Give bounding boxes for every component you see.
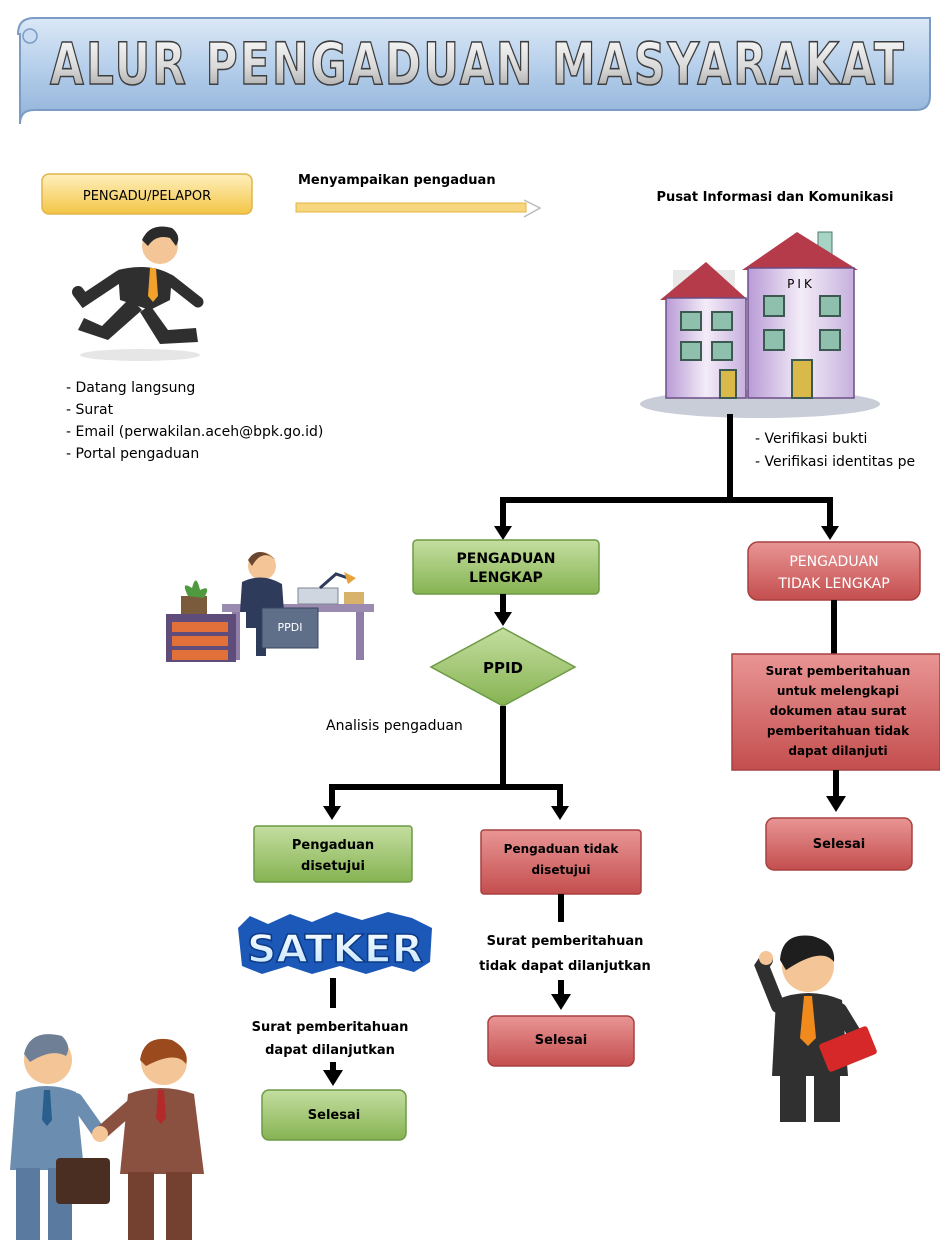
- page-title: ALUR PENGADUAN MASYARAKAT: [50, 30, 906, 98]
- connector-pik-split: [500, 414, 833, 528]
- pengadu-label: PENGADU/PELAPOR: [83, 189, 211, 204]
- pik-sign: PIK: [787, 277, 815, 291]
- notice-line: pemberitahuan tidak: [767, 724, 910, 738]
- arrowhead: [826, 796, 846, 812]
- channel-list: - Datang langsung - Surat - Email (perwa…: [66, 380, 323, 462]
- ppid-decision: PPID: [429, 627, 577, 707]
- notice-line: dokumen atau surat: [770, 704, 907, 718]
- handshake-illustration: [10, 1034, 204, 1240]
- arrowhead: [494, 612, 512, 626]
- desk-sign: PPDI: [278, 621, 303, 634]
- office-desk-illustration: PPDI: [166, 552, 374, 662]
- channel-item: - Datang langsung: [66, 380, 195, 396]
- arrowhead: [323, 806, 341, 820]
- submit-arrow: [295, 199, 542, 218]
- pik-heading: Pusat Informasi dan Komunikasi: [657, 190, 894, 205]
- connector-ppid-split: [329, 706, 563, 808]
- tidak-lengkap-line1: PENGADUAN: [789, 554, 878, 570]
- end-label: Selesai: [813, 837, 865, 852]
- arrowhead: [551, 806, 569, 820]
- tidak-disetujui-notice-line: Surat pemberitahuan: [487, 934, 644, 949]
- verification-item: - Verifikasi bukti: [755, 431, 867, 447]
- lengkap-line2: LENGKAP: [469, 570, 543, 586]
- channel-item: - Portal pengaduan: [66, 446, 199, 462]
- pengaduan-tidak-disetujui-box: Pengaduan tidak disetujui: [480, 829, 642, 895]
- submit-arrow-label: Menyampaikan pengaduan: [298, 173, 496, 188]
- satker-logo-text: SATKER: [247, 927, 423, 971]
- arrowhead: [323, 1070, 343, 1086]
- tidak-lengkap-notice: Surat pemberitahuan untuk melengkapi dok…: [731, 653, 940, 771]
- pengaduan-disetujui-box: Pengaduan disetujui: [253, 825, 413, 883]
- arrowhead: [821, 526, 839, 540]
- verification-list: - Verifikasi bukti - Verifikasi identita…: [755, 431, 915, 470]
- tidak-lengkap-end-box: Selesai: [765, 817, 913, 871]
- ppid-label: PPID: [483, 659, 523, 677]
- pengadu-box: PENGADU/PELAPOR: [41, 173, 253, 215]
- channel-item: - Email (perwakilan.aceh@bpk.go.id): [66, 424, 323, 440]
- channel-item: - Surat: [66, 402, 114, 418]
- businessman-pointing-illustration: [754, 935, 877, 1122]
- analysis-label: Analisis pengaduan: [326, 718, 463, 734]
- notice-line: untuk melengkapi: [777, 684, 899, 698]
- end-label: Selesai: [308, 1108, 360, 1123]
- arrowhead: [551, 994, 571, 1010]
- arrowhead: [494, 526, 512, 540]
- running-businessman-illustration: [72, 226, 204, 361]
- notice-line: dapat dilanjuti: [788, 744, 887, 758]
- tidak-lengkap-line2: TIDAK LENGKAP: [777, 576, 889, 592]
- disetujui-notice-line: Surat pemberitahuan: [252, 1020, 409, 1035]
- disetujui-line2: disetujui: [301, 859, 365, 874]
- disetujui-end-box: Selesai: [261, 1089, 407, 1141]
- disetujui-line1: Pengaduan: [292, 838, 374, 853]
- pengaduan-lengkap-box: PENGADUAN LENGKAP: [412, 539, 600, 595]
- disetujui-notice-line: dapat dilanjutkan: [265, 1043, 395, 1058]
- title-banner: ALUR PENGADUAN MASYARAKAT: [16, 17, 931, 125]
- tidak-disetujui-line1: Pengaduan tidak: [504, 842, 620, 856]
- tidak-disetujui-notice-line: tidak dapat dilanjutkan: [479, 959, 651, 974]
- end-label: Selesai: [535, 1033, 587, 1048]
- tidak-disetujui-end-box: Selesai: [487, 1015, 635, 1067]
- notice-line: Surat pemberitahuan: [766, 664, 911, 678]
- pik-building-illustration: PIK: [640, 231, 880, 418]
- tidak-disetujui-line2: disetujui: [531, 863, 590, 877]
- pengaduan-tidak-lengkap-box: PENGADUAN TIDAK LENGKAP: [747, 541, 921, 601]
- satker-logo: SATKER: [238, 912, 432, 974]
- lengkap-line1: PENGADUAN: [457, 551, 556, 567]
- verification-item: - Verifikasi identitas pe: [755, 454, 915, 470]
